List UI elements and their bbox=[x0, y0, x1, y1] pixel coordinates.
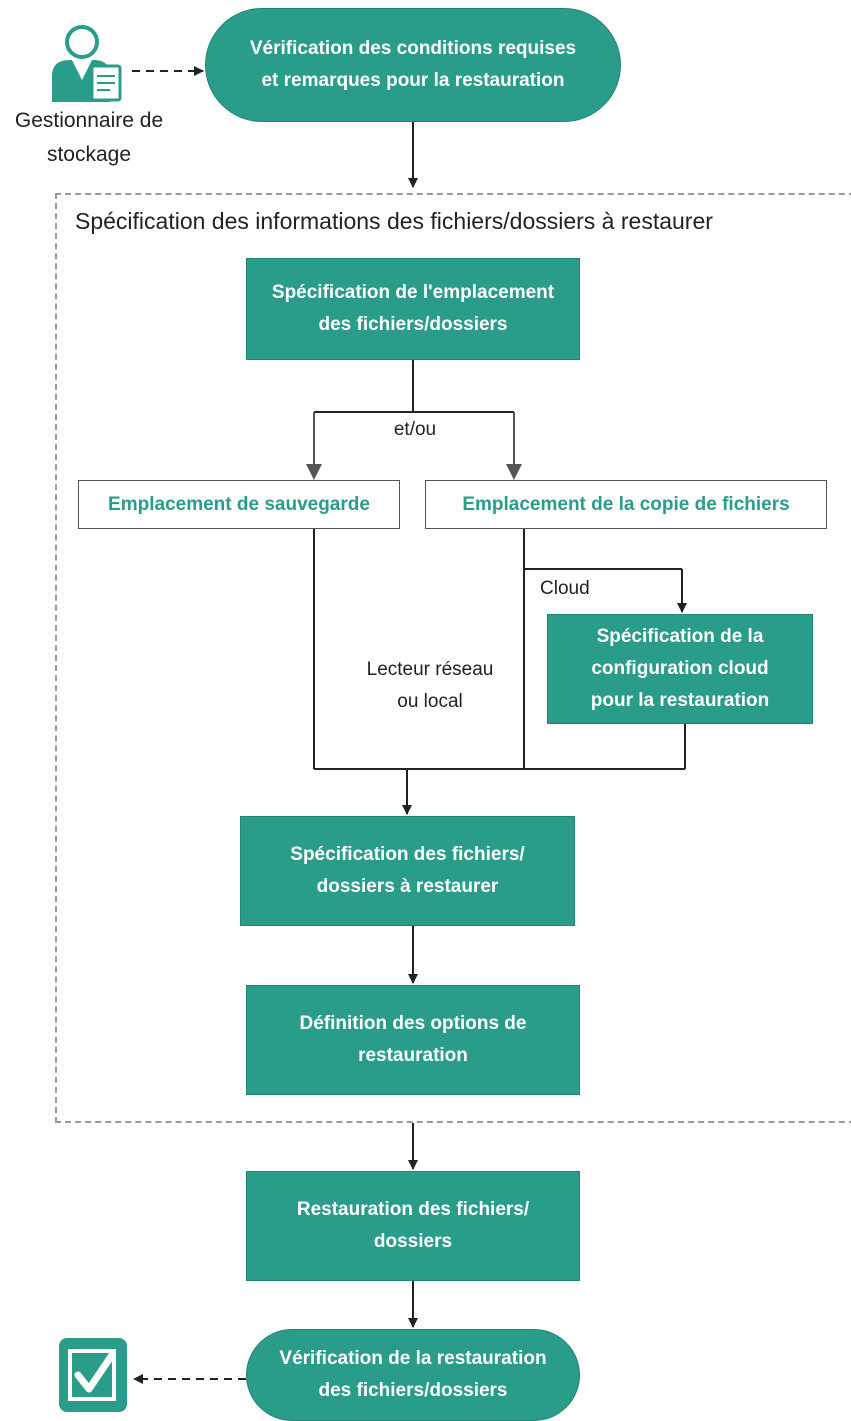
step-review-prerequisites: Vérification des conditions requises et … bbox=[205, 8, 621, 122]
step-backup-location: Emplacement de sauvegarde bbox=[78, 480, 400, 529]
edge-label-cloud: Cloud bbox=[540, 578, 590, 599]
actor-label: Gestionnaire de stockage bbox=[14, 109, 164, 166]
step-specify-files: Spécification des fichiers/ dossiers à r… bbox=[240, 816, 575, 926]
step-file-copy-location: Emplacement de la copie de fichiers bbox=[425, 480, 827, 529]
edge-label-network-or-local: Lecteur réseau ou local bbox=[366, 659, 494, 712]
step-define-options: Définition des options de restauration bbox=[246, 985, 580, 1095]
step-specify-location: Spécification de l'emplacement des fichi… bbox=[246, 258, 580, 360]
checkbox-icon bbox=[56, 1335, 130, 1415]
step-verify: Vérification de la restauration des fich… bbox=[246, 1329, 580, 1421]
step-restore: Restauration des fichiers/ dossiers bbox=[246, 1171, 580, 1281]
group-title: Spécification des informations des fichi… bbox=[75, 208, 713, 234]
storage-manager-icon bbox=[48, 22, 128, 104]
group-specify-file-info bbox=[55, 193, 851, 1123]
edge-label-and-or: et/ou bbox=[393, 419, 437, 440]
step-cloud-config: Spécification de la configuration cloud … bbox=[547, 614, 813, 724]
